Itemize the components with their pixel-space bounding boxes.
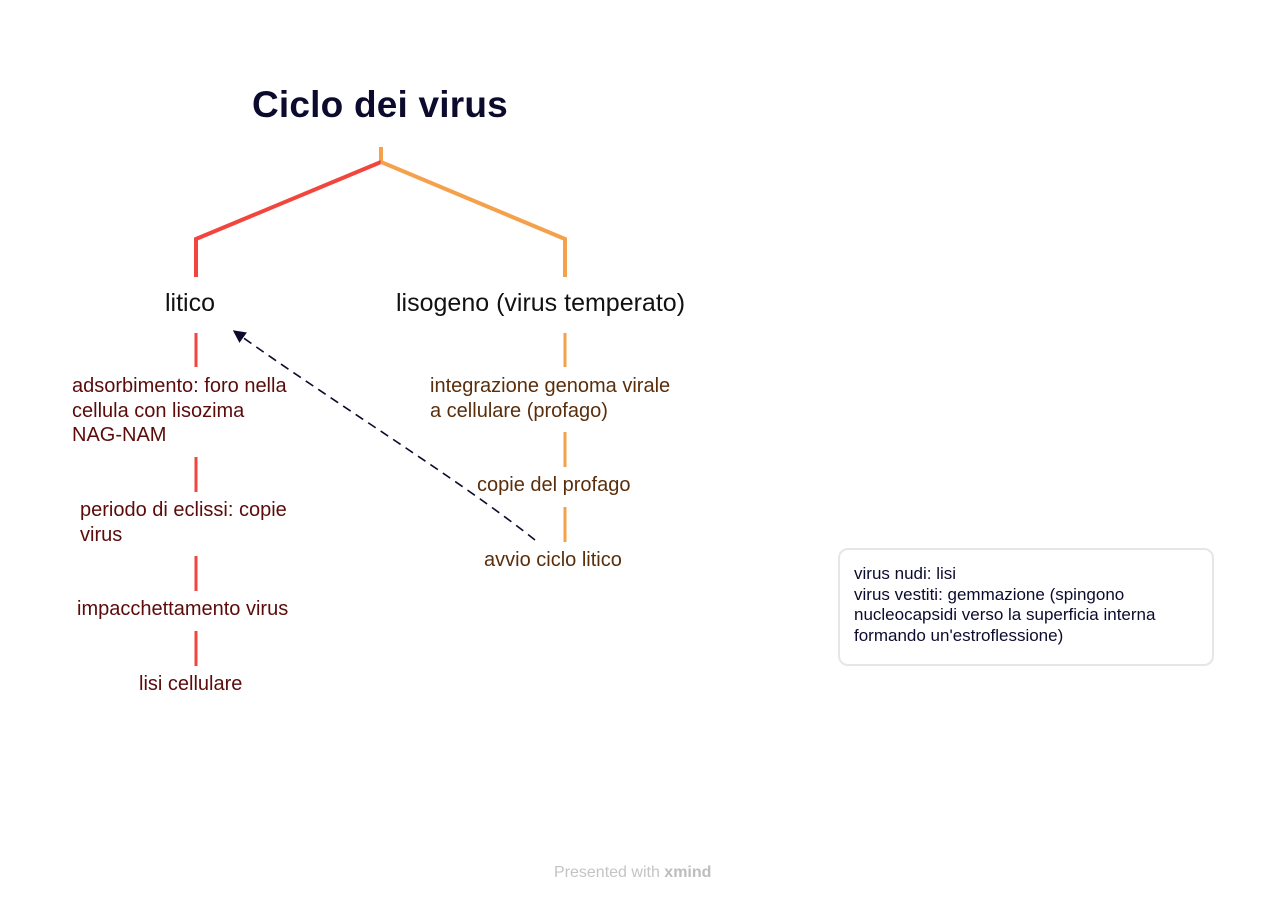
footer-watermark: Presented with xmind <box>554 864 711 882</box>
branch-litico[interactable]: litico <box>165 289 216 317</box>
central-topic[interactable]: Ciclo dei virus <box>252 84 508 125</box>
topic-adsorbimento[interactable]: adsorbimento: foro nella cellula con lis… <box>72 375 287 446</box>
topic-periodo-eclissi[interactable]: periodo di eclissi: copie virus <box>80 499 287 546</box>
topic-avvio-ciclo-litico[interactable]: avvio ciclo litico <box>484 549 622 571</box>
topic-lisi-cellulare[interactable]: lisi cellulare <box>139 673 243 695</box>
topic-copie-profago[interactable]: copie del profago <box>477 474 631 496</box>
topic-integrazione[interactable]: integrazione genoma virale a cellulare (… <box>430 375 671 422</box>
note-text: virus nudi: lisi virus vestiti: gemmazio… <box>854 564 1156 645</box>
litico-branch-line <box>194 160 382 277</box>
topic-impacchettamento[interactable]: impacchettamento virus <box>77 598 289 620</box>
floating-note[interactable]: virus nudi: lisi virus vestiti: gemmazio… <box>838 548 1214 666</box>
lisogeno-branch-line <box>380 160 567 277</box>
footer-brand-logo: xmind <box>664 864 712 881</box>
branch-lisogeno[interactable]: lisogeno (virus temperato) <box>396 289 686 317</box>
footer-prefix: Presented with <box>554 864 660 881</box>
